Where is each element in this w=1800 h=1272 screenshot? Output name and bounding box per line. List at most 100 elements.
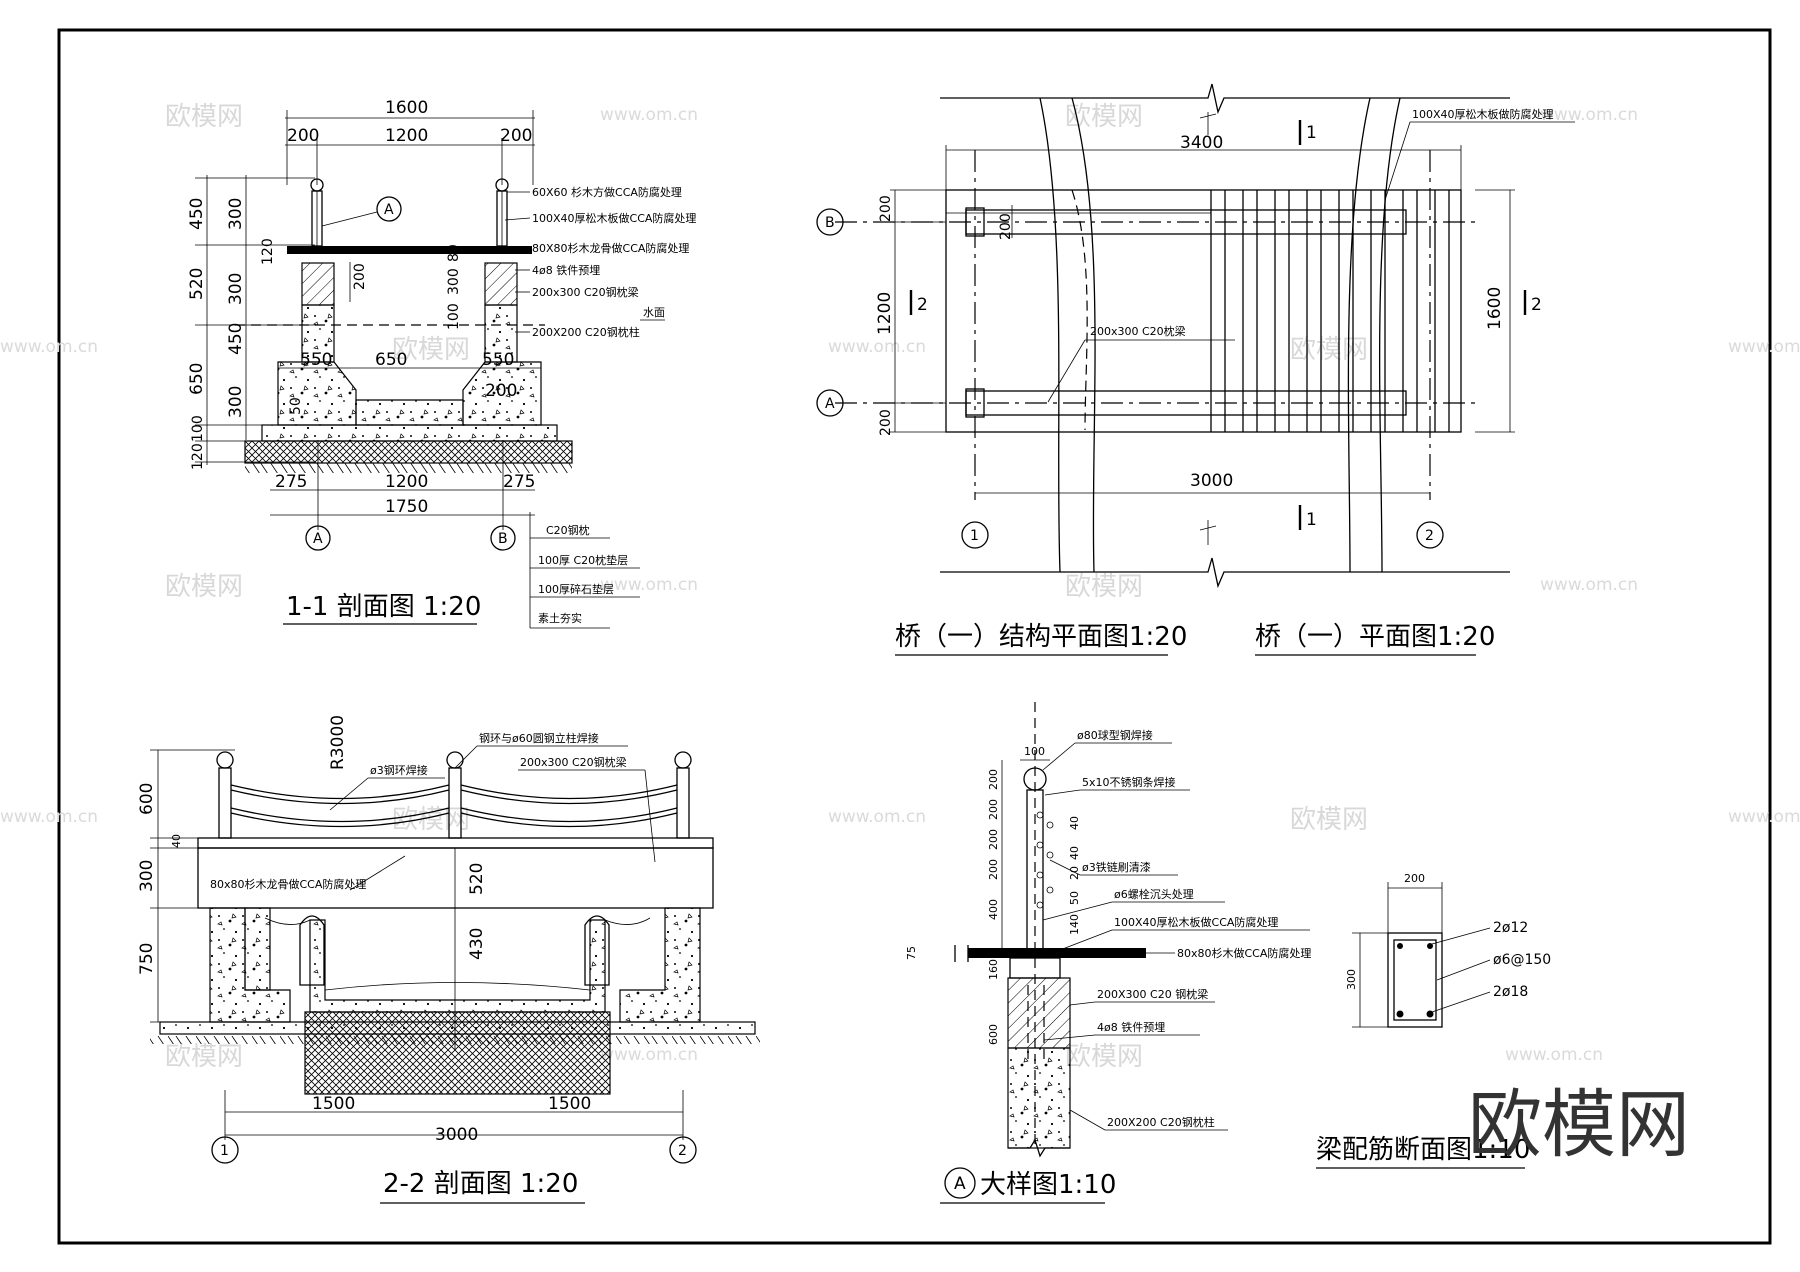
dim-plan-200b: 200 xyxy=(878,409,894,436)
note-s11-1: 60X60 杉木方做CCA防腐处理 xyxy=(532,185,682,199)
detail-note-9: 200X200 C20钢枕柱 xyxy=(1107,1115,1215,1129)
dim-275-right: 275 xyxy=(503,472,535,492)
rebar-stirrup: ø6@150 xyxy=(1493,952,1551,968)
detail-title-bubble xyxy=(944,1167,976,1199)
note-22-beam: 200x300 C20钢枕梁 xyxy=(520,755,627,769)
detail-small-3: 200 xyxy=(987,799,1000,820)
note-22-ring: ø3钢环焊接 xyxy=(370,763,428,777)
plan-beam-note: 200x300 C20枕梁 xyxy=(1090,324,1186,338)
dim-200-right: 200 xyxy=(500,126,532,146)
detail-tag-label: A xyxy=(384,202,394,218)
axis-bubble-2-plan xyxy=(1416,521,1444,549)
note-s11-3: 80X80杉木龙骨做CCA防腐处理 xyxy=(532,241,689,255)
section-mark-2-left: 2 xyxy=(917,295,928,315)
note-s11-4: 4ø8 铁件预埋 xyxy=(532,264,600,277)
title-section-2-2: 2-2 剖面图 1:20 xyxy=(383,1169,578,1199)
watermark-brand: 欧模网 xyxy=(1065,102,1143,132)
note-22-joist: 80x80杉木龙骨做CCA防腐处理 xyxy=(210,877,366,891)
axis-label-2-22: 2 xyxy=(678,1143,687,1159)
axis-bubble-a xyxy=(305,525,331,551)
watermark-url: www.om.cn xyxy=(600,1045,698,1065)
axis-bubble-b-plan xyxy=(816,208,844,236)
watermark-url: www.om.cn xyxy=(1540,105,1638,125)
section-1-1: 1600 200 1200 200 450 520 650 100 120 30… xyxy=(187,98,696,629)
detail-small-12: 50 xyxy=(1068,891,1081,905)
title-structural-plan: 桥（一）结构平面图1:20 xyxy=(895,622,1187,652)
watermark-url: www.om.cn xyxy=(1728,807,1800,827)
detail-small-7: 160 xyxy=(987,959,1000,980)
dim-300a: 300 xyxy=(226,198,246,230)
detail-small-10: 40 xyxy=(1068,846,1081,860)
watermark-url: www.om.cn xyxy=(0,807,98,827)
note-s11-6: 水面 xyxy=(643,306,665,319)
dim-40: 40 xyxy=(170,834,183,848)
detail-note-6: 80x80杉木做CCA防腐处理 xyxy=(1177,946,1311,960)
watermark-url: www.om.cn xyxy=(600,575,698,595)
detail-tag-bubble xyxy=(376,196,402,222)
title-beam-section: 梁配筋断面图1:10 xyxy=(1316,1135,1530,1165)
watermark-brand: 欧模网 xyxy=(165,1042,243,1072)
axis-bubble-1-22 xyxy=(211,1136,239,1164)
detail-small-2: 200 xyxy=(987,769,1000,790)
dim-plan-1200: 1200 xyxy=(875,292,895,335)
dim-1200: 1200 xyxy=(385,126,428,146)
section-mark-1-top: 1 xyxy=(1306,123,1317,143)
dim-1600-plan: 1600 xyxy=(1485,287,1505,330)
note-s11-2: 100X40厚松木板做CCA防腐处理 xyxy=(532,211,696,225)
detail-small-1: 100 xyxy=(1024,745,1045,758)
dim-275-left: 275 xyxy=(275,472,307,492)
dim-300c: 300 xyxy=(226,386,246,418)
detail-a: 100 200 200 200 200 400 160 600 40 40 20… xyxy=(905,702,1311,1204)
dim-80: 80 xyxy=(446,244,462,262)
dim-3400: 3400 xyxy=(1180,133,1223,153)
beam-dim-w: 200 xyxy=(1404,872,1425,885)
watermark-brand: 欧模网 xyxy=(392,335,470,365)
dim-1200-bottom: 1200 xyxy=(385,472,428,492)
layer-1: C20钢枕 xyxy=(546,523,590,537)
dim-300-22: 300 xyxy=(137,860,157,892)
dim-520-22: 520 xyxy=(467,863,487,895)
beam-section: 200 300 2ø12 ø6@150 2ø18 梁配筋断面图1:10 xyxy=(1316,872,1551,1169)
watermark-brand: 欧模网 xyxy=(1290,805,1368,835)
watermark-brand: 欧模网 xyxy=(1290,335,1368,365)
dim-200-beam: 200 xyxy=(352,263,368,290)
title-detail-a: 大样图1:10 xyxy=(980,1170,1116,1200)
detail-small-9: 40 xyxy=(1068,816,1081,830)
watermark-url: www.om.cn xyxy=(828,807,926,827)
note-22-ring-weld: 钢环与ø60圆钢立柱焊接 xyxy=(479,731,599,745)
dim-50: 50 xyxy=(288,397,304,415)
detail-title-tag: A xyxy=(954,1174,966,1194)
detail-note-8: 4ø8 铁件预埋 xyxy=(1097,1021,1165,1034)
dim-200-left: 200 xyxy=(287,126,319,146)
dim-300b: 300 xyxy=(226,273,246,305)
dim-550-left: 550 xyxy=(300,350,332,370)
watermarks: 欧模网 www.om.cn 欧模网 www.om.cn www.om.cn 欧模… xyxy=(0,102,1800,1072)
note-r3000: R3000 xyxy=(328,715,348,770)
dim-430: 430 xyxy=(467,928,487,960)
axis-bubble-1-plan xyxy=(961,521,989,549)
axis-label-a: A xyxy=(313,531,323,547)
section-2-2: 600 40 300 750 xyxy=(137,715,760,1204)
note-s11-7: 200X200 C20钢枕柱 xyxy=(532,325,640,339)
layer-4: 素土夯实 xyxy=(538,611,582,625)
axis-bubble-a-plan xyxy=(816,389,844,417)
detail-small-6: 400 xyxy=(987,899,1000,920)
dim-100b: 100 xyxy=(446,303,462,330)
dim-600: 600 xyxy=(137,783,157,815)
layer-3: 100厚碎石垫层 xyxy=(538,582,614,596)
axis-label-b: B xyxy=(498,531,508,547)
dim-650: 650 xyxy=(187,363,207,395)
axis-bubble-2-22 xyxy=(669,1136,697,1164)
watermark-url: www.om.cn xyxy=(0,337,98,357)
beam-dim-h: 300 xyxy=(1345,969,1358,990)
dim-plan-200a: 200 xyxy=(878,195,894,222)
watermark-url: www.om.cn xyxy=(600,105,698,125)
axis-label-a-plan: A xyxy=(825,396,835,412)
dim-120b: 120 xyxy=(260,238,276,265)
logo-watermark: 欧模网 xyxy=(1468,1082,1690,1168)
sheet-border xyxy=(57,28,1772,1245)
watermark-brand: 欧模网 xyxy=(165,572,243,602)
section-mark-2-right: 2 xyxy=(1531,295,1542,315)
dim-3000: 3000 xyxy=(1190,471,1233,491)
axis-label-1-plan: 1 xyxy=(970,528,979,544)
